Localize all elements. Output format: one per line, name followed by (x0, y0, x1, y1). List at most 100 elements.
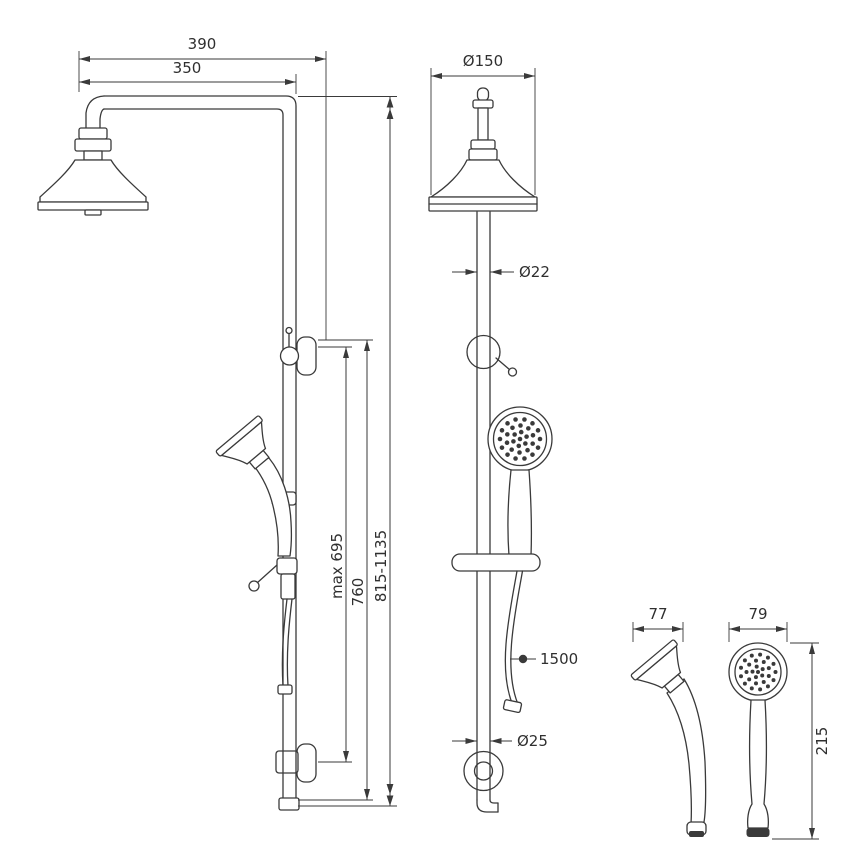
spray-nozzle-dot (530, 452, 535, 457)
spray-nozzle-dot (522, 456, 527, 461)
spray-nozzle-dot (758, 652, 763, 657)
dim-riser-diameter: Ø22 (452, 263, 550, 281)
diverter-valve-side (248, 557, 298, 600)
spray-nozzle-dot (766, 666, 771, 671)
spray-nozzle-dot (497, 436, 503, 442)
handshower-side-detail: 77 (630, 605, 707, 837)
spray-nozzle-dot (530, 421, 535, 426)
handshower-head-side (215, 415, 270, 470)
range-arrow (386, 795, 394, 806)
handshower-handle-side (250, 457, 293, 557)
spray-nozzle-dot (753, 675, 758, 680)
spray-nozzle-dot (758, 687, 763, 692)
spray-nozzle-dot (530, 432, 536, 438)
head-ring-lower (470, 139, 496, 150)
top-bracket-fitting (279, 326, 300, 366)
bottom-union-block (275, 750, 299, 774)
spray-nozzle-dot (749, 653, 754, 658)
spray-nozzle-dot (535, 428, 541, 433)
handshower-front (487, 406, 553, 557)
dim-label-760: 760 (349, 578, 367, 607)
dim-hose-length: 1500 (510, 650, 578, 668)
bracket-lever-knob (507, 367, 518, 377)
head-connector-nut (78, 127, 108, 140)
dim-390: 390 (78, 35, 327, 340)
overhead-shower-side (37, 127, 149, 216)
spray-nozzle-dot (771, 678, 776, 683)
spray-nozzle-dot (761, 679, 766, 684)
diverter-lever (256, 564, 278, 584)
spray-nozzle-dot (525, 447, 530, 453)
spray-nozzle-dot (537, 436, 543, 442)
handshower-head-side-detail (630, 639, 685, 694)
dim-label-max-695: max 695 (328, 533, 346, 599)
spray-nozzle-dot (754, 664, 759, 669)
dim-depth-77: 77 (632, 605, 684, 642)
spray-nozzle-dot (761, 660, 766, 665)
dim-label-77: 77 (648, 605, 667, 623)
dim-label-head-diameter: Ø150 (463, 52, 503, 70)
detail-front-spray (739, 652, 778, 692)
spray-nozzle-dot (499, 428, 505, 433)
dim-max-695: max 695 (318, 346, 352, 763)
wall-flange-front-inner (473, 761, 494, 781)
spray-nozzle-dot (760, 673, 765, 678)
spray-nozzle-dot (749, 686, 754, 691)
spray-nozzle-dot (747, 662, 752, 667)
range-arrow (386, 97, 394, 108)
head-ring-upper (472, 99, 494, 109)
bracket-pin-knob (285, 326, 293, 335)
spray-nozzle-dot (499, 445, 505, 450)
spray-nozzle-dot (766, 673, 771, 678)
spray-nozzle-dot (517, 450, 522, 455)
head-rim (37, 201, 149, 211)
spray-nozzle-dot (524, 434, 529, 439)
dim-inlet-diameter: Ø25 (452, 732, 548, 750)
dim-label-215: 215 (813, 727, 831, 756)
hose-nut-front (502, 699, 523, 714)
dim-815-1135: 815-1135 (298, 96, 397, 807)
dim-label-350: 350 (173, 59, 202, 77)
dim-label-inlet-diameter: Ø25 (517, 732, 548, 750)
spray-nozzle-dot (516, 443, 522, 449)
riser-front (476, 211, 499, 813)
head-connector-collar (74, 138, 112, 152)
spray-nozzle-dot (517, 436, 523, 442)
spray-nozzle-dot (518, 423, 523, 428)
head-stem (477, 107, 489, 141)
wall-flange-front (463, 750, 504, 792)
spray-nozzle-dot (505, 452, 510, 457)
side-view: 390 350 max 695 760 815-1135 (37, 35, 397, 811)
dim-760: 760 (298, 339, 373, 801)
hose-nut-side (277, 684, 293, 695)
spray-nozzle-dot (771, 661, 776, 666)
spray-nozzle-dot (756, 670, 760, 674)
spray-nozzle-dot (505, 421, 510, 426)
spray-nozzle-dot (739, 674, 744, 679)
dim-350: 350 (79, 59, 297, 94)
spray-nozzle-dot (744, 669, 749, 674)
handshower-handle-front-detail (746, 699, 770, 829)
wall-flange-top (296, 336, 317, 376)
detail-face-ring (734, 648, 782, 696)
handshower-side (215, 415, 297, 557)
dim-label-815-1135: 815-1135 (372, 530, 390, 602)
head-collar (468, 148, 498, 161)
diverter-outlet (280, 573, 296, 600)
dim-label-hose-length: 1500 (540, 650, 578, 668)
diverter-body (276, 557, 298, 575)
spray-nozzle-dot (765, 655, 770, 660)
wall-bracket-front (466, 334, 501, 370)
spray-nozzle-dot (742, 681, 747, 686)
spray-nozzle-dot (511, 439, 516, 444)
range-arrow (386, 784, 394, 795)
dim-label-79: 79 (748, 605, 767, 623)
spray-nozzle-dot (523, 441, 528, 446)
head-neck (83, 150, 103, 161)
head-top-knob (476, 87, 490, 102)
slider-holder-bar (451, 553, 541, 572)
bracket-pipe-collar (279, 346, 300, 366)
spray-nozzle-dot (504, 440, 510, 446)
